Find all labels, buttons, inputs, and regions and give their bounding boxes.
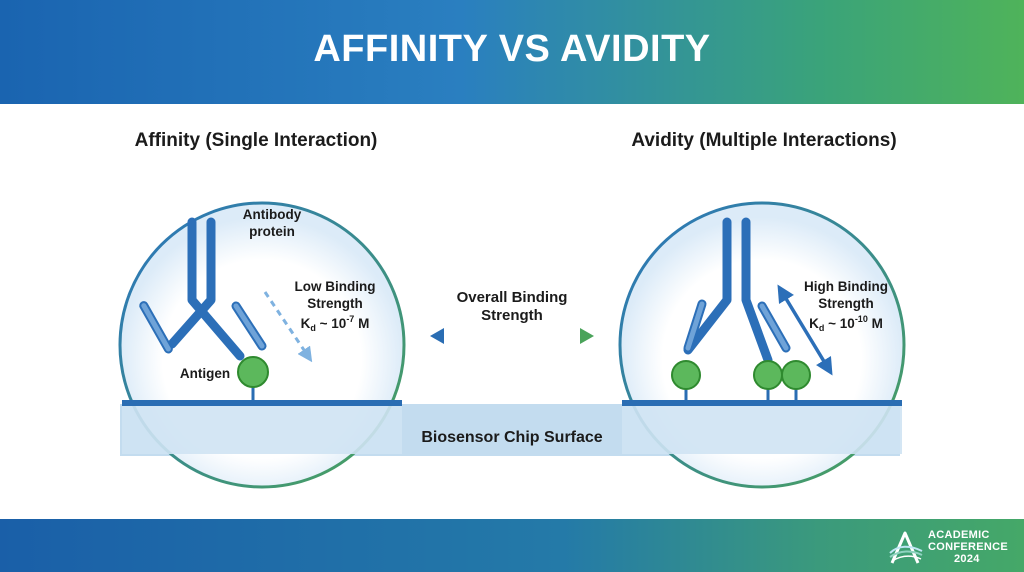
- logo-line2: CONFERENCE: [928, 541, 1009, 553]
- affinity-dashed-arrow: [263, 291, 313, 363]
- overall-strength-line2: Strength: [481, 307, 543, 324]
- overall-strength-line1: Overall Binding: [457, 289, 568, 306]
- avidity-heading: Avidity (Multiple Interactions): [631, 130, 896, 151]
- affinity-heading: Affinity (Single Interaction): [135, 130, 378, 151]
- header-bar: [0, 0, 1024, 104]
- chip-surface-label: Biosensor Chip Surface: [421, 429, 602, 446]
- chip-band-overlay-right: [622, 404, 902, 454]
- affinity-strength-line2: Strength: [307, 296, 363, 311]
- overall-arrow: [430, 328, 594, 344]
- logo-icon: [889, 531, 923, 564]
- affinity-strength-line1: Low Binding: [295, 279, 376, 294]
- footer-bar: [0, 519, 1024, 572]
- avidity-strength-line1: High Binding: [804, 279, 888, 294]
- affinity-antigen: [237, 356, 269, 402]
- avidity-strength-line2: Strength: [818, 296, 874, 311]
- slide-title: AFFINITY VS AVIDITY: [313, 28, 711, 70]
- affinity-antibody: [139, 217, 267, 361]
- avidity-double-arrow: [777, 284, 833, 376]
- surface-line-right: [622, 400, 902, 406]
- logo-line3: 2024: [954, 553, 980, 565]
- surface-line-left: [122, 400, 402, 406]
- logo-line1: ACADEMIC: [928, 529, 990, 541]
- affinity-kd: Kd ~ 10-7 M: [301, 314, 370, 333]
- chip-band-overlay-left: [122, 404, 402, 454]
- conference-logo: ACADEMIC CONFERENCE 2024: [888, 527, 1016, 567]
- antibody-label-line2: protein: [249, 224, 295, 239]
- antibody-label-line1: Antibody: [243, 207, 302, 222]
- antigen-label: Antigen: [180, 366, 230, 381]
- avidity-kd: Kd ~ 10-10 M: [809, 314, 883, 333]
